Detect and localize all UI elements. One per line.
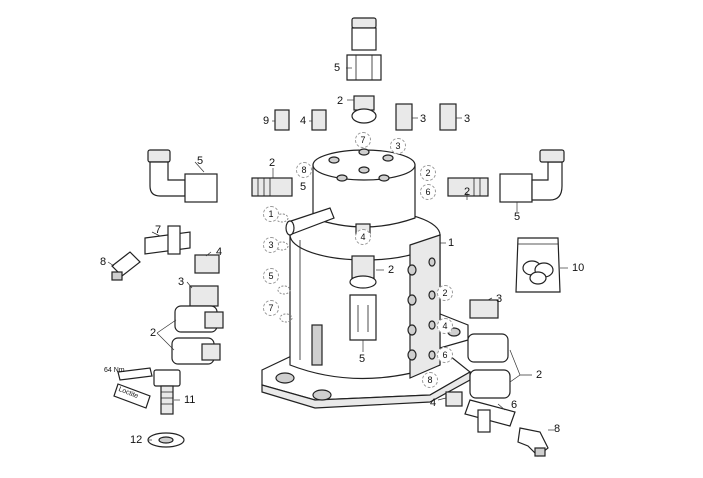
ring-label: 3 — [390, 138, 406, 154]
left-elbow-fitting — [147, 149, 218, 203]
ring-label: 6 — [437, 347, 453, 363]
ring-label: 2 — [437, 285, 453, 301]
ring-label: 8 — [422, 372, 438, 388]
callout-label: 3 — [420, 113, 427, 125]
callout-label: 1 — [448, 237, 455, 249]
callout-label: 7 — [155, 224, 162, 236]
callout-label: 2 — [337, 95, 344, 107]
callout-label: 5 — [300, 181, 307, 193]
callout-label: 5 — [197, 155, 204, 167]
ring-label: 2 — [420, 165, 436, 181]
top-elbow-fitting — [346, 17, 382, 81]
seal-kit-bag — [515, 237, 561, 293]
left-tee-and-elbow — [111, 225, 220, 307]
callout-label: 2 — [536, 369, 543, 381]
callout-label: 3 — [178, 276, 185, 288]
top-row-fittings — [274, 103, 457, 131]
top-nipple — [351, 95, 377, 124]
right-elbow-fitting — [499, 149, 565, 203]
callout-label: 10 — [572, 262, 585, 274]
ring-label: 7 — [263, 300, 279, 316]
callout-label: 2 — [464, 186, 471, 198]
callout-label: 8 — [554, 423, 561, 435]
callout-label: 5 — [334, 62, 341, 74]
callout-label: 11 — [184, 394, 196, 406]
ring-label: 7 — [355, 132, 371, 148]
callout-label: 3 — [464, 113, 471, 125]
callout-label: 5 — [514, 211, 521, 223]
torque-tag: 64 Nm — [104, 367, 125, 374]
callout-label: 4 — [430, 397, 437, 409]
ring-label: 4 — [437, 318, 453, 334]
callout-label: 4 — [216, 246, 223, 258]
right-tee-and-elbow — [445, 391, 549, 457]
right-nipple — [447, 177, 489, 197]
ring-label: 6 — [420, 184, 436, 200]
bolt-and-washer — [113, 367, 185, 448]
callout-label: 3 — [496, 293, 503, 305]
leader-lines — [107, 67, 568, 441]
callout-label: 9 — [263, 115, 270, 127]
callout-label: 2 — [388, 264, 395, 276]
callout-label: 2 — [269, 157, 276, 169]
left-nipple — [251, 177, 293, 197]
left-large-fittings — [171, 305, 224, 365]
callout-label: 8 — [100, 256, 107, 268]
ring-label: 3 — [263, 237, 279, 253]
callout-label: 2 — [150, 327, 157, 339]
callout-label: 5 — [359, 353, 366, 365]
front-fittings — [349, 255, 377, 341]
ring-label: 8 — [296, 162, 312, 178]
callout-label: 12 — [130, 434, 143, 446]
callout-label: 6 — [511, 399, 518, 411]
ring-label: 5 — [263, 268, 279, 284]
ring-label: 1 — [263, 206, 279, 222]
right-side-fittings — [467, 299, 511, 399]
callout-label: 4 — [300, 115, 307, 127]
ring-label: 4 — [355, 229, 371, 245]
